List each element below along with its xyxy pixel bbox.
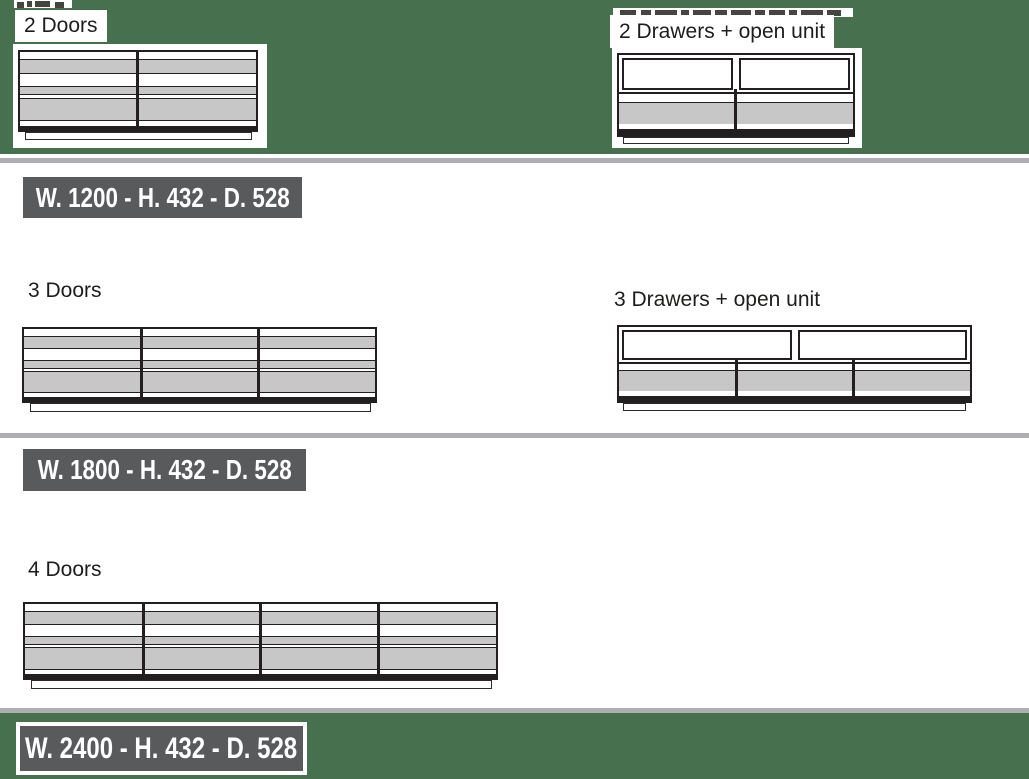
door-divider [139,329,143,401]
dimension-badge-w1200: W. 1200 - H. 432 - D. 528 [23,177,302,218]
cabinet-plinth [25,132,252,140]
dimension-text: W. 1800 - H. 432 - D. 528 [37,454,292,485]
door-panel-band [24,360,375,369]
cabinet-plinth [30,403,371,412]
door-divider [377,604,381,678]
dimension-text: W. 1200 - H. 432 - D. 528 [35,181,290,213]
recess-band [24,349,375,360]
item-title-label: 3 Doors [28,279,102,302]
open-unit-row [619,327,970,362]
open-unit-row [619,55,853,92]
section-separator-2 [0,433,1029,438]
dimension-badge-w2400: W. 2400 - H. 432 - D. 528 [16,722,307,775]
clipped-text-fragment [655,10,677,16]
clipped-text-fragment [789,10,797,16]
drawer-divider [851,358,855,401]
shelf-band [619,361,970,372]
clipped-text-fragment [827,10,841,16]
item-title-2-doors: 2 Doors [15,10,107,42]
base-shadow-band [619,395,970,401]
open-compartment [797,330,967,360]
door-divider [141,604,145,678]
cabinet-drawing-2-doors [18,50,258,132]
cabinet-drawing-3-drawers-open-unit [617,325,972,403]
drawer-divider [734,88,737,135]
clipped-text-fragment [769,10,785,16]
base-shadow-band [24,397,375,401]
drawer-divider [734,358,738,401]
door-divider [256,329,260,401]
dimension-badge-w1800: W. 1800 - H. 432 - D. 528 [23,449,306,491]
item-title-label: 2 Doors [24,14,98,37]
item-title-3-doors: 3 Doors [19,277,111,305]
cabinet-plinth [31,680,492,689]
item-title-3-drawers-open-unit: 3 Drawers + open unit [605,286,830,314]
top-edge-band [24,329,375,336]
section-separator-3 [0,708,1029,713]
item-title-label: 4 Doors [28,558,102,581]
item-title-2-drawers-open-unit: 2 Drawers + open unit [610,15,835,48]
clipped-text-fragment [27,1,32,7]
item-title-label: 3 Drawers + open unit [614,288,821,311]
door-panel-band [24,371,375,393]
clipped-text-fragment [35,1,50,7]
open-compartment [622,330,792,360]
dimension-text: W. 2400 - H. 432 - D. 528 [25,731,298,765]
clipped-text-fragment [715,10,727,16]
clipped-text-fragment [17,2,24,8]
clipped-text-fragment [755,10,765,16]
open-compartment [739,58,850,91]
clipped-text-fragment [55,2,64,8]
cabinet-plinth [623,137,849,144]
item-title-label: 2 Drawers + open unit [619,19,826,43]
clipped-text-fragment [681,10,689,16]
cabinet-drawing-2-drawers-open-unit [617,53,855,137]
clipped-text-fragment [801,10,823,16]
cabinet-drawing-3-doors [22,327,377,403]
clipped-text-fragment [620,10,636,16]
cabinet-front [619,327,970,401]
open-compartment [622,58,733,91]
item-title-4-doors: 4 Doors [19,556,111,584]
section-separator-1 [0,158,1029,163]
clipped-text-fragment [693,10,711,16]
door-divider [136,52,139,130]
clipped-text-fragment [731,10,751,16]
cabinet-drawing-4-doors [23,602,498,680]
clipped-text-fragment [641,10,651,16]
door-divider [258,604,262,678]
cabinet-plinth [623,403,966,411]
cabinet-front [24,329,375,401]
drawer-front-band [619,371,970,392]
door-panel-band [24,335,375,350]
